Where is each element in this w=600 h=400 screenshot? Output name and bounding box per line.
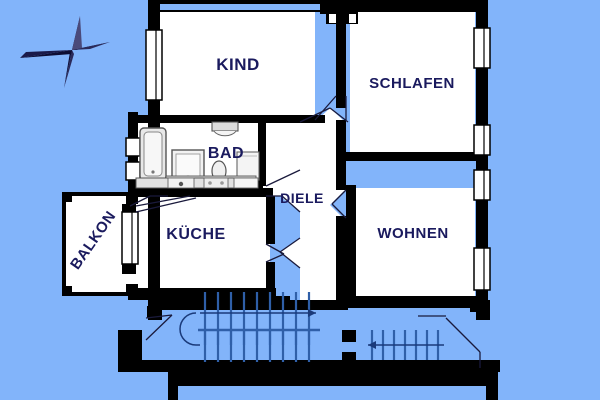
wall-kuche-east-upper [266,196,275,244]
door-diele-north-a [299,107,331,123]
door-stair-left-leaf [145,314,173,341]
wall-north-thin [160,0,320,4]
staircase-main [179,292,320,362]
window-west-bad-1 [125,137,141,157]
wall-kind-post-hole [329,14,336,23]
door-wohnen-a [331,189,347,205]
kitchen-cabinet-icon [233,177,259,189]
kitchen-sink-icon [167,177,195,189]
wall-balkon-north [62,192,138,196]
floor-schlafen [350,12,475,152]
door-balkon-leaf [135,195,191,207]
washbasin-icon [211,121,239,137]
floor-wohnen [355,188,475,300]
wall-kuche-south [128,288,276,300]
window-balkon-door [121,211,139,265]
wall-east-outer [476,0,488,312]
balkon-post-nw [62,192,72,202]
balkon-post-ne [126,192,138,204]
wall-kind-schlafen [336,12,346,108]
stair-treads-lower [203,330,311,362]
label-diele: DIELE [280,190,324,206]
wall-balkon-west [62,192,66,296]
window-west-kind [145,29,163,101]
wall-diele-schlafen [336,120,346,190]
door-swings [129,95,481,368]
label-wohnen: WOHNEN [377,225,448,242]
floor-diele [262,108,345,300]
window-east-1 [473,27,491,69]
wall-diele-wohnen [336,216,346,308]
wall-wohnen-west [346,185,356,303]
stair-divider-post-bottom [342,352,356,364]
door-kuche-east-a [265,243,285,255]
label-bad: BAD [208,145,244,162]
door-stair-right-leaf [445,317,481,353]
wall-se-corner [470,300,490,312]
wall-kuche-east-lower [266,262,275,310]
balkon-door-head [122,204,136,214]
floor-kind [160,10,315,118]
window-east-3 [473,169,491,201]
stair-walkline-curve [179,312,197,346]
wall-south-diele [290,300,348,310]
wall-north-post [320,0,332,14]
door-kind-diele [314,95,337,121]
wall-bad-east [258,122,266,186]
wall-schlafen-post-hole [349,14,356,23]
balkon-post-sw [62,286,72,296]
door-stair-left-jamb [145,314,173,319]
wall-stairwell-bottom [118,360,500,372]
wall-building-se [486,372,498,400]
wall-south-wohnen [346,296,478,308]
kitchen-fixtures [135,177,259,189]
label-kind: KIND [216,55,260,74]
wall-building-south [168,372,498,386]
stair-divider-post-top [342,330,356,342]
stair-left-jamb [147,306,161,318]
wall-balkon-south [62,292,138,296]
stair-arrow-left [368,341,444,349]
windows [121,27,491,291]
window-west-bad-2 [125,161,141,181]
door-diele-bad [265,169,301,187]
door-wohnen-b [331,203,347,219]
label-kuche: KÜCHE [166,224,225,243]
balkon-post-se [126,284,138,296]
door-kuche-east-b [265,253,285,263]
staircase-right [368,330,444,360]
balkon-door-sill [122,262,136,274]
wall-building-sw [168,372,178,400]
door-diele-north-b [329,107,349,123]
wall-kuche-north [128,188,273,197]
label-schlafen: SCHLAFEN [369,75,455,92]
door-diele-west-a [281,195,301,213]
wall-north-notch [160,0,320,10]
stair-arrow-right [200,309,316,317]
wall-schlafen-south [346,152,478,161]
window-east-2 [473,124,491,156]
door-diele-kuche-a [279,237,301,253]
door-kuche-balkon-a [129,195,151,207]
wall-kind-south [135,115,325,123]
bathtub-icon [139,127,167,181]
kitchen-stove-icon [203,177,229,189]
compass-rose-icon [20,16,110,88]
window-east-4 [473,247,491,291]
door-balkon-leaf-2 [135,197,197,213]
